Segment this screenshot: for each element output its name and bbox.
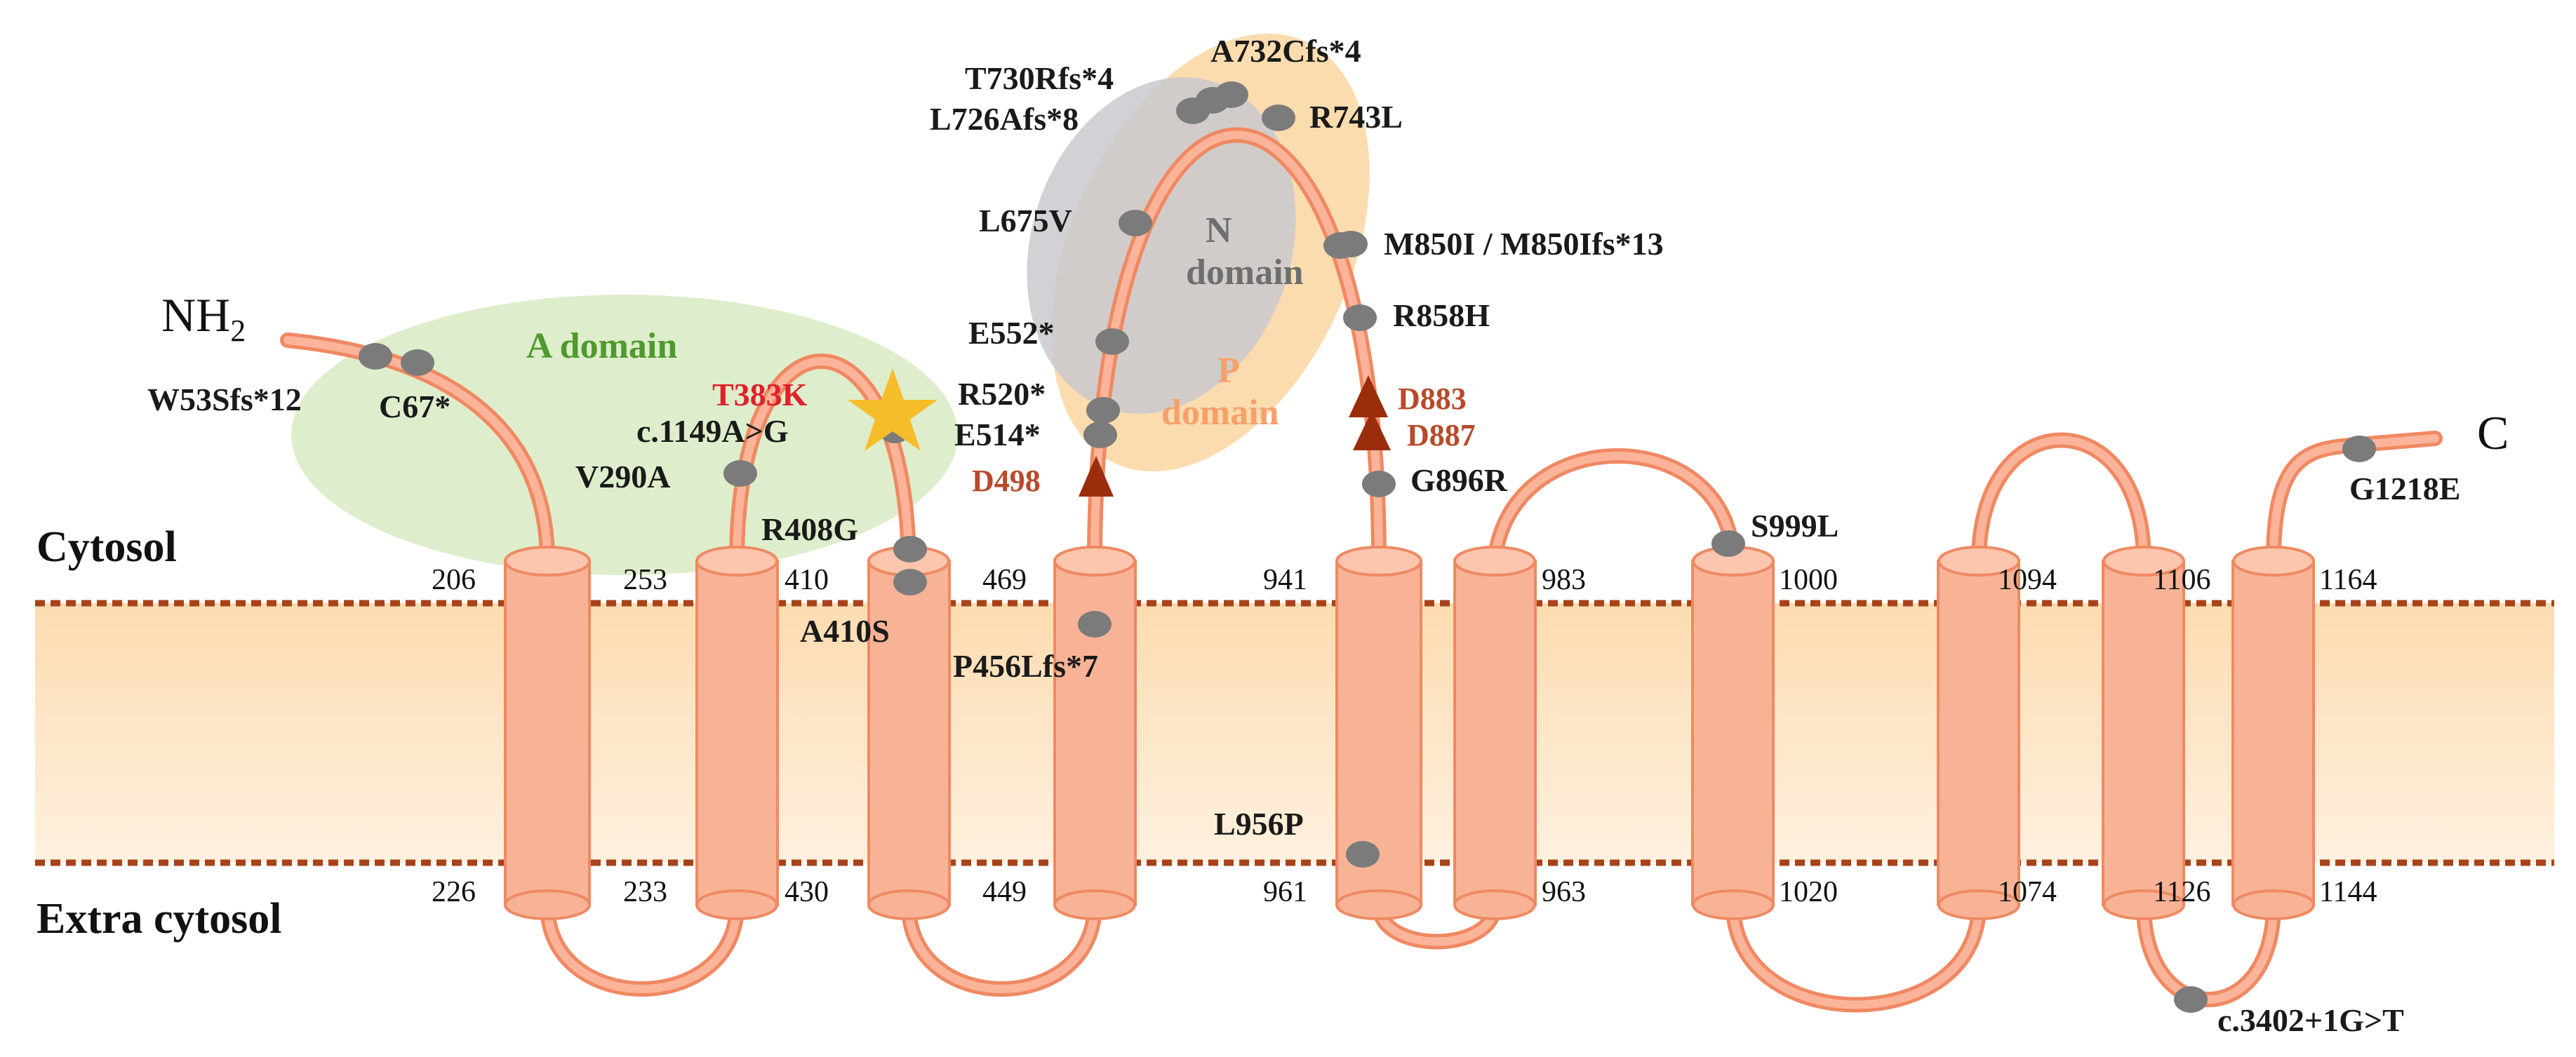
residue-963: 963 bbox=[1542, 876, 1586, 908]
label-c1149: c.1149A>G bbox=[636, 413, 789, 449]
residue-983: 983 bbox=[1542, 564, 1586, 596]
helix-4 bbox=[1053, 546, 1137, 920]
label-c3402: c.3402+1G>T bbox=[2217, 1002, 2404, 1038]
n-domain-label-line1: N bbox=[1206, 210, 1232, 250]
mutation-dot-w53 bbox=[359, 343, 392, 370]
residue-941: 941 bbox=[1263, 564, 1307, 596]
label-r743l: R743L bbox=[1309, 99, 1403, 135]
residue-1126: 1126 bbox=[2153, 876, 2210, 908]
n-domain-region bbox=[1027, 77, 1296, 414]
mutation-dot-l675v bbox=[1119, 210, 1152, 236]
helix-7 bbox=[1691, 546, 1775, 920]
label-l726: L726Afs*8 bbox=[930, 101, 1079, 137]
mutation-dot-m850b bbox=[1334, 231, 1368, 257]
helix-2 bbox=[695, 546, 779, 920]
mutation-markers bbox=[359, 81, 2376, 1013]
label-d498: D498 bbox=[972, 464, 1041, 498]
mutation-dot-p456 bbox=[1078, 611, 1112, 638]
mutation-dot-r858h bbox=[1343, 304, 1377, 331]
helix-5 bbox=[1335, 546, 1422, 920]
residue-1020: 1020 bbox=[1779, 876, 1838, 908]
label-e514: E514* bbox=[954, 417, 1041, 452]
helix-6 bbox=[1453, 546, 1537, 920]
residue-226: 226 bbox=[432, 876, 476, 908]
residue-961: 961 bbox=[1263, 876, 1307, 908]
label-a732: A732Cfs*4 bbox=[1210, 33, 1361, 69]
helix-3 bbox=[867, 546, 951, 920]
residue-449: 449 bbox=[982, 876, 1027, 908]
label-a410s: A410S bbox=[800, 613, 890, 649]
n-domain-label-line2: domain bbox=[1186, 253, 1304, 292]
cytosol-label: Cytosol bbox=[36, 523, 177, 571]
p-domain-label-line2: domain bbox=[1161, 393, 1279, 433]
residue-206: 206 bbox=[432, 564, 476, 596]
triangle-d887-icon bbox=[1353, 410, 1391, 450]
mutation-dot-c67 bbox=[401, 349, 434, 376]
label-r408g: R408G bbox=[761, 511, 858, 547]
residue-430: 430 bbox=[785, 876, 829, 908]
label-d887: D887 bbox=[1407, 418, 1476, 452]
residue-1000: 1000 bbox=[1779, 564, 1838, 596]
mutation-dot-c3402 bbox=[2174, 986, 2208, 1013]
label-e552: E552* bbox=[968, 315, 1055, 351]
residue-1164: 1164 bbox=[2319, 564, 2377, 596]
residue-1074: 1074 bbox=[1998, 876, 2057, 908]
residue-numbers: 206 226 253 233 410 430 469 449 941 961 … bbox=[432, 564, 2377, 908]
label-p456: P456Lfs*7 bbox=[953, 648, 1098, 684]
residue-253: 253 bbox=[623, 564, 667, 596]
label-m850: M850I / M850Ifs*13 bbox=[1384, 226, 1664, 262]
mutation-labels: W53Sfs*12 C67* T383K c.1149A>G V290A R40… bbox=[147, 33, 2460, 1038]
mutation-dot-r520 bbox=[1086, 397, 1120, 424]
residue-1094: 1094 bbox=[1998, 564, 2057, 596]
triangle-d883-icon bbox=[1349, 375, 1388, 417]
label-r858h: R858H bbox=[1393, 297, 1490, 333]
star-t383k-icon bbox=[848, 368, 937, 451]
mutation-dot-e514 bbox=[1083, 422, 1117, 448]
transmembrane-helices bbox=[504, 546, 2315, 920]
label-s999l: S999L bbox=[1751, 508, 1838, 544]
residue-1106: 1106 bbox=[2153, 564, 2210, 596]
helix-8 bbox=[1937, 546, 2020, 920]
mutation-dot-r408g bbox=[893, 536, 927, 563]
mutation-dot-a410s bbox=[893, 569, 927, 595]
label-t383k: T383K bbox=[712, 377, 808, 412]
mutation-dot-s999l bbox=[1711, 530, 1745, 557]
residue-469: 469 bbox=[982, 564, 1027, 596]
a-domain-label: A domain bbox=[526, 326, 677, 366]
label-d883: D883 bbox=[1398, 382, 1467, 416]
helix-1 bbox=[504, 546, 591, 920]
label-r520: R520* bbox=[958, 376, 1046, 412]
label-w53: W53Sfs*12 bbox=[147, 382, 302, 417]
helix-9 bbox=[2102, 546, 2185, 920]
mutation-dot-e552 bbox=[1095, 328, 1129, 355]
mutation-dot-l956p bbox=[1346, 841, 1380, 868]
label-g896r: G896R bbox=[1410, 462, 1508, 498]
c-terminus-label: C bbox=[2477, 406, 2509, 459]
triangle-d498-icon bbox=[1079, 456, 1114, 497]
label-t730: T730Rfs*4 bbox=[965, 60, 1114, 96]
mutation-dot-a732 bbox=[1215, 81, 1248, 108]
residue-1144: 1144 bbox=[2319, 876, 2377, 908]
label-g1218e: G1218E bbox=[2349, 471, 2460, 506]
mutation-dot-v290a bbox=[723, 460, 757, 487]
extra-cytosol-label: Extra cytosol bbox=[36, 895, 282, 943]
mutation-dot-r743l bbox=[1262, 105, 1295, 131]
helix-10 bbox=[2231, 546, 2315, 920]
mutation-dot-g1218e bbox=[2342, 436, 2376, 462]
label-l675v: L675V bbox=[979, 203, 1072, 238]
n-terminus-label: NH2 bbox=[161, 288, 246, 348]
label-l956p: L956P bbox=[1214, 806, 1304, 842]
residue-410: 410 bbox=[785, 564, 829, 596]
p-domain-label-line1: P bbox=[1217, 351, 1240, 391]
mutation-dot-g896r bbox=[1362, 471, 1396, 497]
label-c67: C67* bbox=[379, 389, 451, 424]
residue-233: 233 bbox=[623, 876, 667, 908]
label-v290a: V290A bbox=[575, 459, 670, 494]
